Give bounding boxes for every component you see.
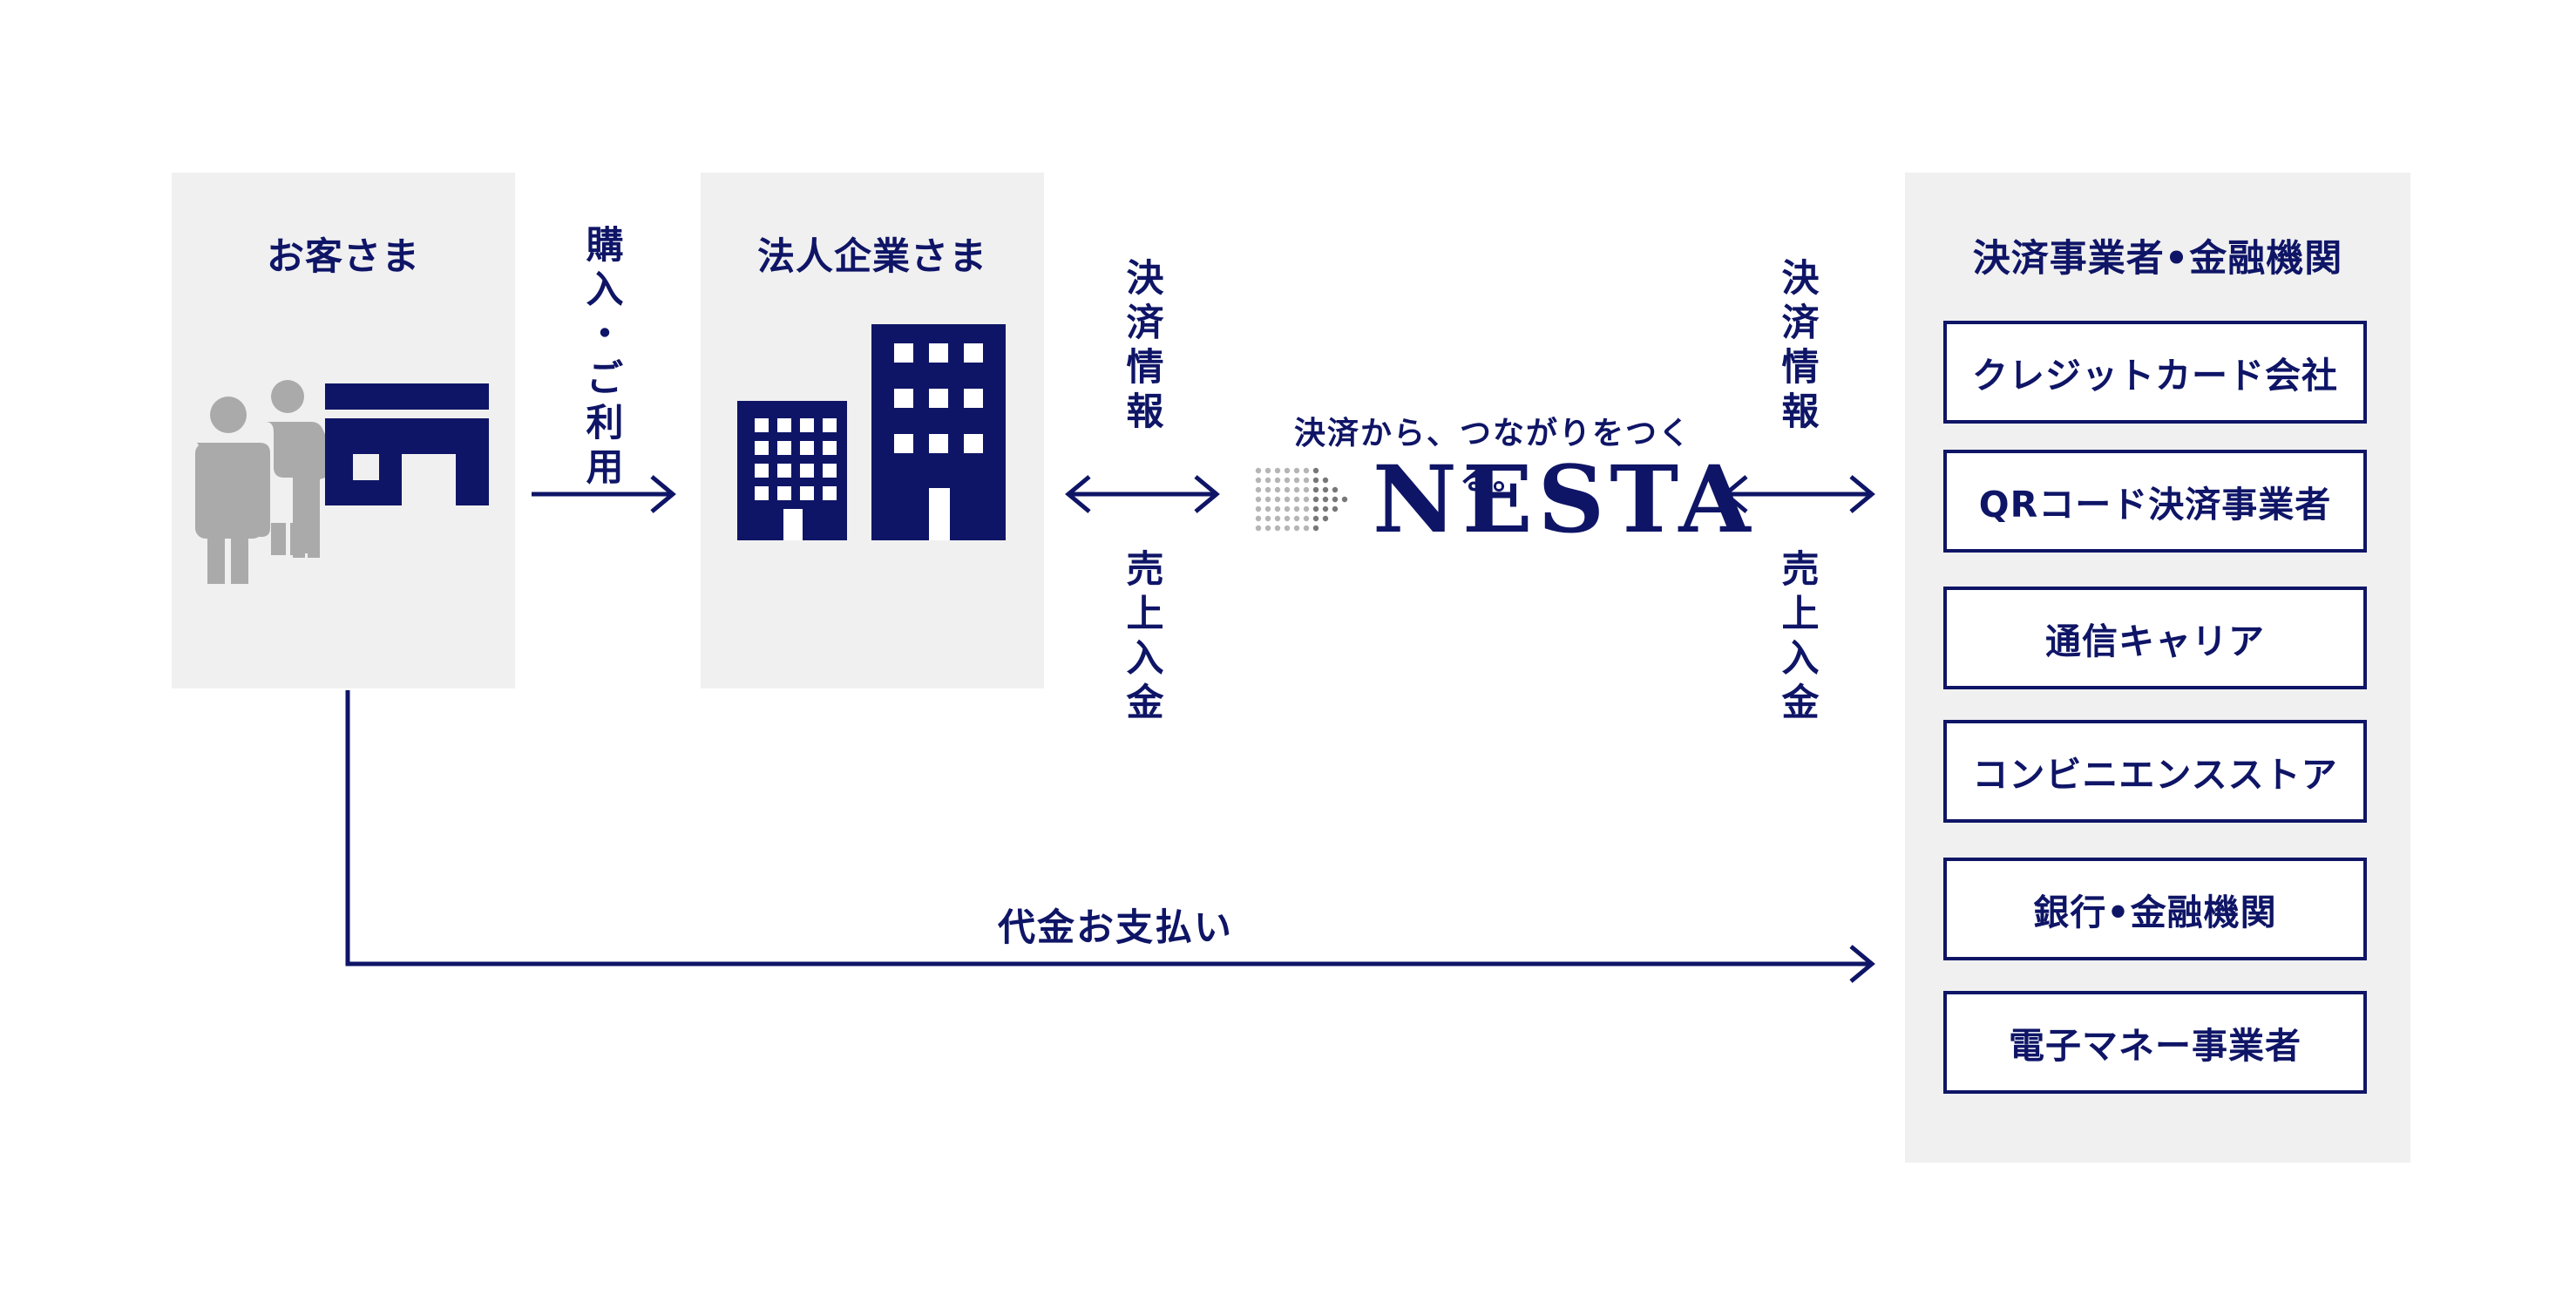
left-payment-info-label: 決済情報 bbox=[1120, 258, 1163, 436]
nesta-dots-icon bbox=[1255, 467, 1348, 532]
provider-credit-card: クレジットカード会社 bbox=[1943, 321, 2367, 424]
right-payment-info-label: 決済情報 bbox=[1775, 258, 1819, 436]
shop-icon bbox=[325, 383, 489, 505]
nesta-logo-text: NESTA bbox=[1373, 444, 1756, 553]
company-title: 法人企業さま bbox=[757, 235, 987, 279]
providers-title: 決済事業者•金融機関 bbox=[1972, 237, 2343, 281]
nesta-tagline: 決済から、つながりをつくる。 bbox=[1293, 416, 1691, 497]
provider-e-money: 電子マネー事業者 bbox=[1943, 991, 2367, 1094]
provider-telecom: 通信キャリア bbox=[1943, 587, 2367, 689]
payment-label: 代金お支払い bbox=[998, 906, 1233, 950]
purchase-arrow bbox=[532, 475, 676, 513]
tall-building-icon bbox=[871, 324, 1006, 540]
small-building-icon bbox=[737, 401, 847, 540]
payment-arrow bbox=[345, 690, 1875, 983]
provider-bank: 銀行•金融機関 bbox=[1943, 858, 2367, 960]
left-sales-deposit-label: 売上入金 bbox=[1120, 549, 1163, 727]
provider-qr-code: QRコード決済事業者 bbox=[1943, 450, 2367, 553]
right-double-arrow bbox=[1722, 475, 1875, 513]
left-double-arrow bbox=[1065, 475, 1220, 513]
purchase-label: 購入・ご利用 bbox=[580, 225, 623, 492]
customer-people-icon bbox=[195, 380, 341, 584]
right-sales-deposit-label: 売上入金 bbox=[1775, 549, 1819, 727]
provider-convenience-store: コンビニエンスストア bbox=[1943, 720, 2367, 823]
customer-title: お客さま bbox=[267, 235, 420, 279]
